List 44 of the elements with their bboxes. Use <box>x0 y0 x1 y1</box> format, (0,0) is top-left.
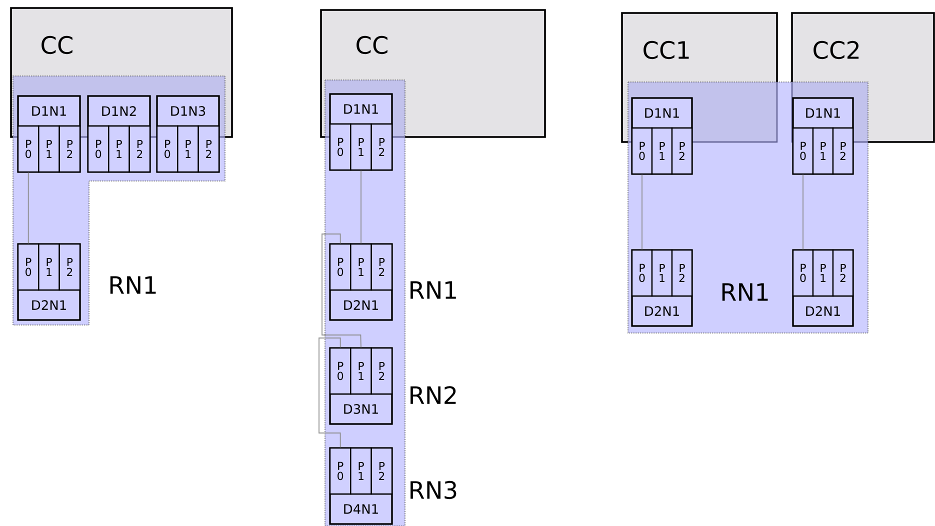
port-cell: P 0 <box>87 125 110 173</box>
port-cell: P 2 <box>198 125 220 173</box>
connector-line <box>322 234 362 348</box>
region-label: RN1 <box>410 281 456 299</box>
port-cell: P 1 <box>350 243 372 291</box>
port-cell: P 0 <box>329 123 352 171</box>
port-cell: P 2 <box>128 125 151 173</box>
port-cell: P 0 <box>156 125 178 173</box>
region-label: RN3 <box>410 480 456 500</box>
port-cell: P 2 <box>832 249 854 297</box>
port-cell: P 1 <box>350 123 372 171</box>
port-cell: P 0 <box>329 447 352 495</box>
port-cell: P 2 <box>370 123 393 171</box>
port-cell: P 2 <box>58 243 81 291</box>
connector-line <box>318 338 341 448</box>
port-cell: P 1 <box>812 127 834 175</box>
port-cell: P 1 <box>350 347 372 395</box>
port-cell: P 0 <box>329 243 352 291</box>
connector-line <box>360 170 362 244</box>
region-label: RN2 <box>410 386 456 404</box>
port-cell: P 2 <box>370 347 393 395</box>
port-cell: P 1 <box>38 243 60 291</box>
port-cell: P 2 <box>832 127 854 175</box>
connector-line <box>802 174 804 250</box>
connector-line <box>28 172 29 244</box>
port-cell: P 1 <box>350 447 372 495</box>
port-cell: P 0 <box>17 243 40 291</box>
port-cell: P 2 <box>671 249 693 297</box>
port-cell: P 2 <box>370 243 393 291</box>
port-cell: P 2 <box>671 127 693 175</box>
port-cell: P 1 <box>651 249 673 297</box>
port-cell: P 1 <box>177 125 199 173</box>
port-cell: P 0 <box>631 249 653 297</box>
port-cell: P 1 <box>108 125 130 173</box>
port-cell: P 0 <box>792 127 814 175</box>
port-cell: P 2 <box>58 125 81 173</box>
port-cell: P 1 <box>651 127 673 175</box>
port-cell: P 1 <box>38 125 60 173</box>
port-cell: P 0 <box>329 347 352 395</box>
port-cell: P 0 <box>792 249 814 297</box>
port-cell: P 2 <box>370 447 393 495</box>
port-cell: P 1 <box>812 249 834 297</box>
port-cell: P 0 <box>17 125 40 173</box>
port-cell: P 0 <box>631 127 653 175</box>
